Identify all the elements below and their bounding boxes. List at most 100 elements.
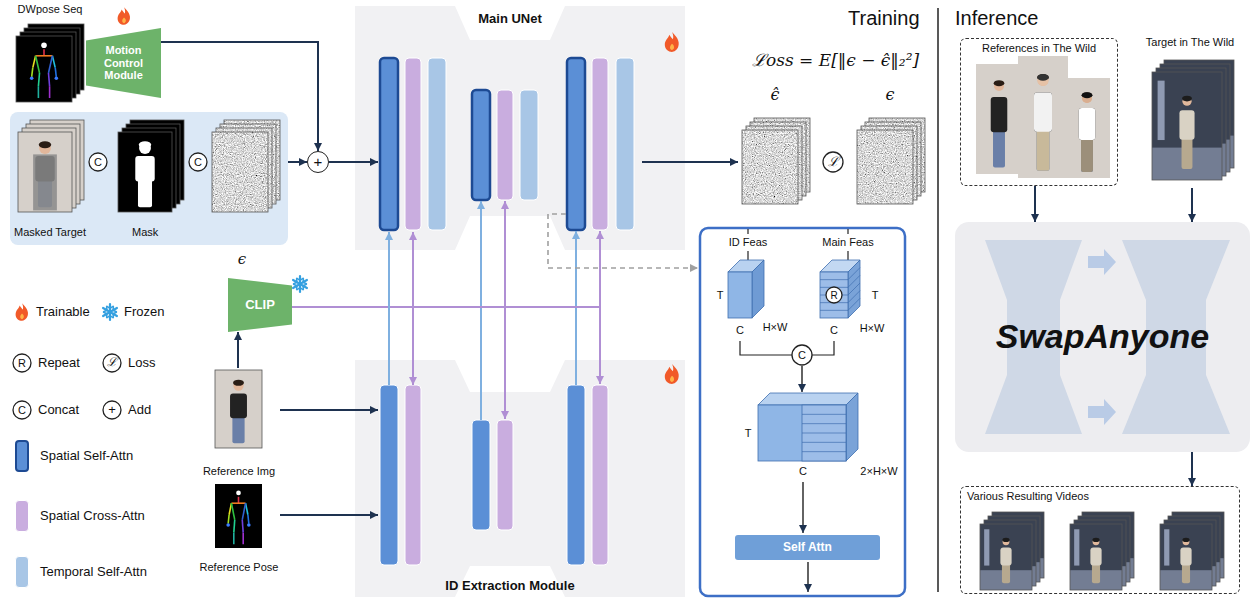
label: T bbox=[717, 289, 724, 301]
layer-bar bbox=[520, 90, 538, 200]
label: C bbox=[18, 404, 26, 416]
node-text: ϵ̂ bbox=[771, 86, 780, 104]
pose-limb bbox=[43, 49, 45, 56]
person-legs bbox=[1081, 136, 1093, 172]
snow-tick bbox=[107, 306, 113, 308]
cube-slice bbox=[802, 423, 846, 424]
person-hair bbox=[139, 141, 151, 148]
person-hair bbox=[1082, 92, 1093, 98]
flame bbox=[118, 7, 130, 25]
node-text: Reference Pose bbox=[200, 561, 279, 574]
flame-core bbox=[20, 314, 24, 320]
connector bbox=[1191, 188, 1193, 222]
video-light bbox=[1164, 529, 1169, 565]
trainable-icon bbox=[16, 303, 28, 321]
node-text: Motion Control Module bbox=[86, 44, 161, 82]
cube-slice bbox=[802, 451, 846, 452]
cube-top bbox=[758, 393, 858, 405]
flame-core bbox=[122, 18, 126, 24]
snow-tick bbox=[104, 307, 109, 313]
pose-limb bbox=[242, 503, 245, 520]
flame bbox=[665, 364, 679, 384]
pose-limb bbox=[48, 73, 49, 86]
legend-text: Add bbox=[128, 403, 151, 417]
label: Main Feas bbox=[822, 236, 873, 248]
legend-text: Repeat bbox=[38, 356, 80, 370]
label: ℒ bbox=[828, 155, 839, 169]
connector bbox=[237, 332, 239, 368]
feature-arrow bbox=[480, 201, 482, 420]
connector bbox=[388, 232, 390, 385]
snow-stroke bbox=[293, 280, 307, 288]
connector bbox=[642, 161, 738, 163]
label: ℒoss = E[‖ϵ − ϵ̂‖₂²] bbox=[752, 51, 919, 70]
layer-bar bbox=[428, 58, 446, 230]
clip-arrow bbox=[504, 307, 506, 419]
node-shape bbox=[86, 28, 161, 98]
layer-bar bbox=[472, 90, 490, 200]
zoom-box bbox=[700, 228, 905, 596]
encoder-box: CLIP bbox=[228, 278, 292, 332]
label: H×W bbox=[763, 321, 788, 333]
person-head bbox=[1038, 75, 1049, 86]
frame-border bbox=[742, 130, 798, 204]
person-body bbox=[1180, 547, 1191, 565]
frame-border bbox=[18, 132, 72, 212]
input-sequence: DWpose Seq bbox=[8, 3, 92, 103]
person-legs bbox=[232, 415, 244, 443]
person-head bbox=[1082, 93, 1092, 103]
label: + bbox=[108, 403, 116, 417]
zoom-leader bbox=[548, 214, 698, 268]
layer-bar bbox=[472, 420, 490, 530]
label: T bbox=[872, 289, 879, 301]
person-legs bbox=[1037, 127, 1050, 171]
node-text: ϵ bbox=[886, 86, 895, 104]
frozen-icon bbox=[102, 304, 119, 320]
connector bbox=[292, 232, 413, 307]
person-hair bbox=[233, 380, 244, 386]
person-hair bbox=[1182, 96, 1192, 102]
loss-symbol bbox=[823, 152, 843, 172]
frozen-icon bbox=[292, 276, 309, 292]
node-text: Self Attn bbox=[783, 541, 832, 555]
layer-bar bbox=[405, 385, 421, 565]
cube-side bbox=[752, 260, 764, 318]
concat-arrow bbox=[801, 366, 802, 392]
pose-limb bbox=[36, 55, 53, 57]
person-hair bbox=[1002, 538, 1009, 542]
legend-swatch bbox=[15, 440, 29, 472]
tick bbox=[847, 251, 848, 260]
noise bbox=[742, 130, 798, 204]
pose-hand bbox=[55, 76, 59, 80]
person-hair bbox=[1182, 538, 1189, 542]
tick bbox=[747, 229, 748, 234]
person-body bbox=[991, 97, 1008, 132]
frame-border bbox=[1152, 72, 1222, 180]
input-panel: Masked TargetMask bbox=[10, 112, 288, 245]
label: R bbox=[18, 357, 26, 369]
legend-text: Concat bbox=[38, 403, 79, 417]
target-noise: ϵ bbox=[853, 86, 927, 205]
noise bbox=[857, 130, 913, 204]
add-symbol: + bbox=[307, 151, 329, 173]
cube-side bbox=[846, 393, 858, 461]
layer-bar bbox=[567, 58, 585, 230]
label: C bbox=[830, 324, 838, 336]
trainable-icon bbox=[665, 32, 679, 52]
flame-core bbox=[670, 44, 674, 50]
person-body bbox=[1090, 547, 1101, 565]
person-legs bbox=[1092, 563, 1100, 583]
mask bbox=[118, 132, 172, 212]
legend-text: Trainable bbox=[36, 305, 90, 319]
concat-line bbox=[812, 341, 834, 355]
legend-text: Temporal Self-Attn bbox=[40, 565, 147, 579]
snow-stroke bbox=[103, 308, 117, 316]
snow-tick bbox=[297, 288, 303, 290]
unet-region bbox=[355, 360, 685, 597]
person-legs bbox=[1182, 563, 1190, 583]
person-legs bbox=[1002, 563, 1010, 583]
clip-arrow bbox=[504, 201, 506, 307]
video-frame bbox=[980, 524, 1032, 590]
